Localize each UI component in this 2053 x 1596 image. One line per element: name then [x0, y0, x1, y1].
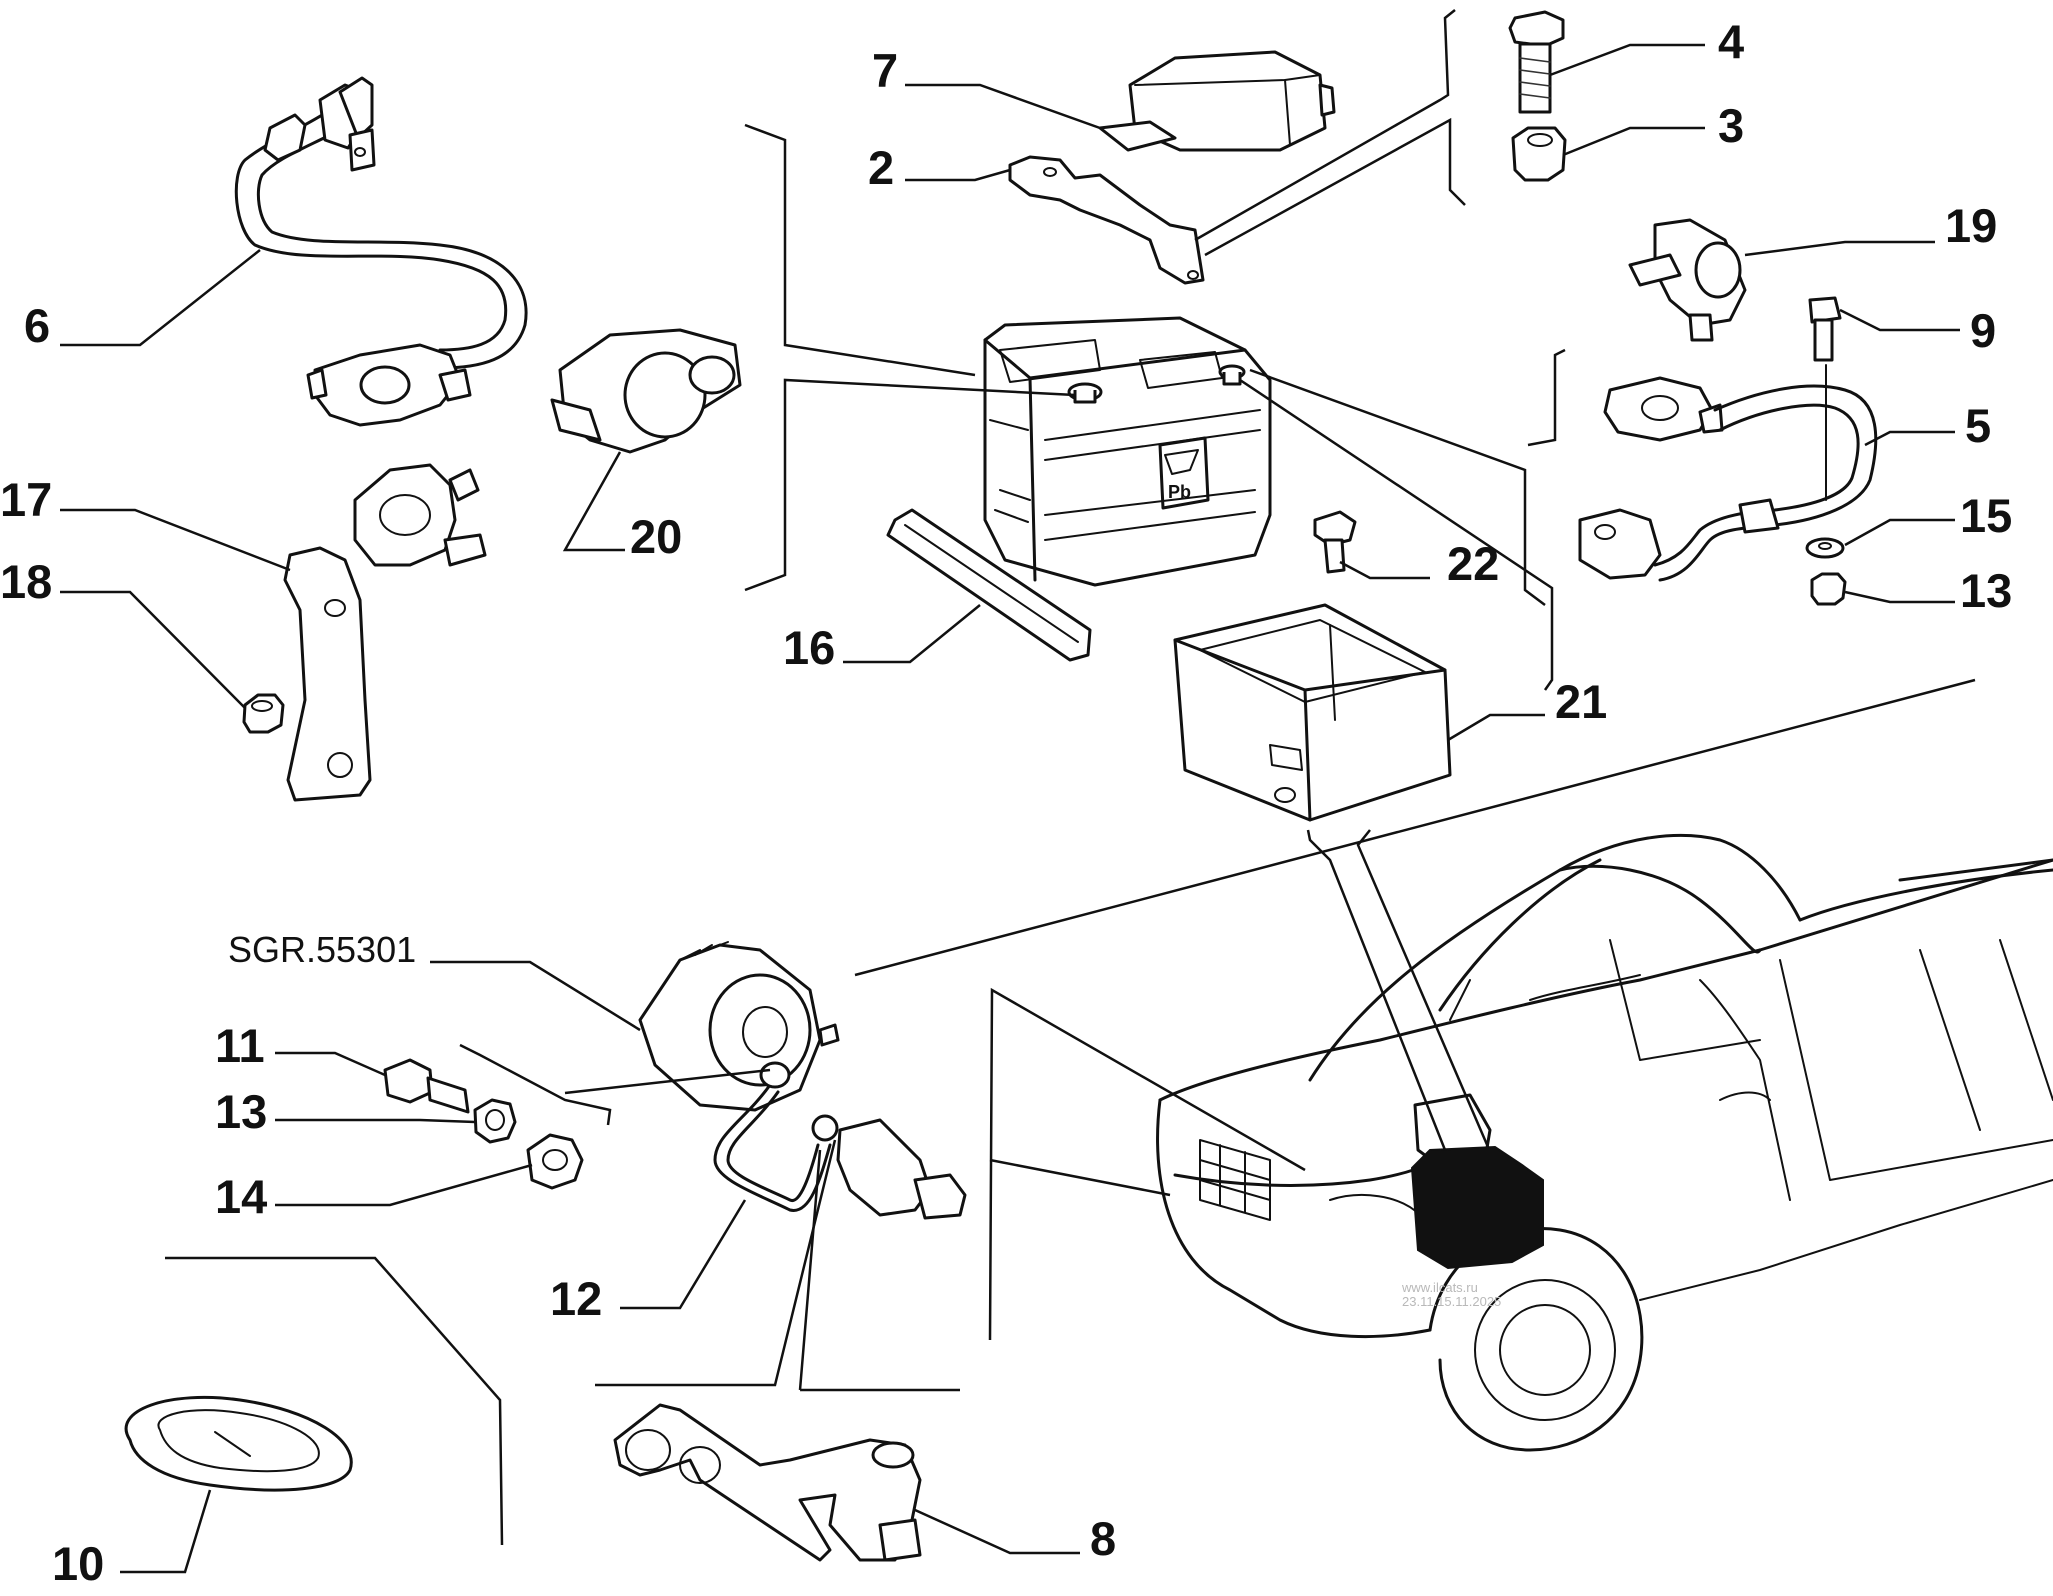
part-2-bracket — [1008, 155, 1205, 285]
callout-5: 5 — [1965, 399, 1992, 452]
part-6-cable — [234, 76, 528, 427]
callout-11: 11 — [215, 1019, 265, 1072]
callout-22: 22 — [1447, 537, 1500, 590]
callout-10: 10 — [52, 1537, 105, 1590]
part-16-strip — [886, 508, 1092, 662]
part-11-bolt — [383, 1058, 470, 1114]
part-7-fuse-box — [1098, 50, 1336, 152]
part-3-nut — [1511, 126, 1567, 182]
part-13-nut-lower — [473, 1098, 517, 1144]
battery-pb-label: Pb — [1168, 482, 1192, 502]
watermark: www.ilcats.ru 23.11.15.11.2025 — [1402, 1281, 1501, 1308]
part-19-terminal — [1628, 218, 1747, 342]
battery — [983, 316, 1272, 587]
part-8-bracket — [613, 1403, 922, 1562]
callout-20: 20 — [630, 510, 683, 563]
starter-motor — [836, 1118, 967, 1220]
part-5-cable — [1578, 364, 1878, 582]
part-14-nut — [526, 1133, 584, 1190]
vehicle-outline — [1156, 833, 2053, 1452]
part-21-tray — [1173, 603, 1452, 822]
battery-location-marker — [1410, 1145, 1544, 1270]
part-20-clamp — [550, 328, 742, 454]
callout-4: 4 — [1718, 15, 1745, 68]
part-4-bolt — [1508, 10, 1565, 114]
callout-9: 9 — [1970, 304, 1997, 357]
callout-3: 3 — [1718, 99, 1745, 152]
part-13-nut — [1810, 572, 1847, 606]
part-15-washer — [1805, 537, 1845, 559]
group-lines — [165, 9, 1976, 1546]
watermark-line-2: 23.11.15.11.2025 — [1402, 1293, 1502, 1309]
part-10-grommet — [124, 1395, 353, 1492]
callout-21: 21 — [1555, 675, 1608, 728]
callout-17: 17 — [0, 473, 53, 526]
leader-lines — [60, 43, 1960, 1574]
part-22-bolt — [1313, 510, 1357, 574]
part-9-bolt — [1808, 296, 1842, 362]
callout-15: 15 — [1960, 489, 2013, 542]
part-17-bracket — [283, 463, 487, 802]
callout-13-right: 13 — [1960, 564, 2013, 617]
callout-7: 7 — [872, 44, 899, 97]
callout-6: 6 — [24, 299, 51, 352]
watermark-line-1: www.ilcats.ru — [1402, 1280, 1478, 1295]
callout-14: 14 — [215, 1170, 268, 1223]
callout-12: 12 — [550, 1272, 603, 1325]
callout-19: 19 — [1945, 199, 1998, 252]
part-12-ground-strap — [713, 1061, 839, 1212]
callout-13-lower: 13 — [215, 1085, 268, 1138]
callout-18: 18 — [0, 555, 53, 608]
callout-8: 8 — [1090, 1512, 1117, 1565]
group-code-label: SGR.55301 — [228, 929, 417, 970]
callout-2: 2 — [868, 141, 895, 194]
callout-16: 16 — [783, 621, 836, 674]
part-18-nut — [242, 693, 285, 734]
alternator — [638, 941, 840, 1112]
